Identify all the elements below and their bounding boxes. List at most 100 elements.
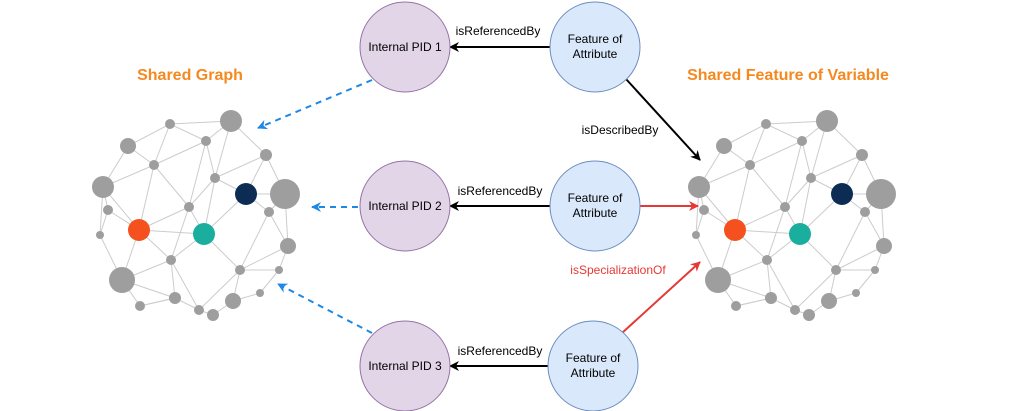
graph-left-edge (170, 206, 190, 261)
attr1-node: Feature of Attribute (549, 1, 641, 93)
graph-right-node (731, 301, 741, 311)
graph-left-edge (138, 164, 155, 231)
graph-right-edge (855, 269, 876, 294)
pid1-to-graph-arrow (257, 79, 373, 130)
graph-right-edge (749, 164, 786, 208)
graph-left-edge (169, 123, 207, 142)
graph-left-node (210, 173, 220, 183)
graph-right-node (765, 292, 777, 304)
specialization-arrow (621, 261, 701, 334)
attr3-label-line1: Feature of (566, 351, 621, 365)
ref1-label: isReferencedBy (456, 24, 541, 38)
graph-right-node (860, 207, 870, 217)
graph-right-edge (766, 259, 796, 311)
graph-left-node (207, 309, 219, 321)
pid3-label: Internal PID 3 (368, 359, 442, 373)
graph-right-node (745, 160, 755, 170)
shared-graph-network (92, 110, 300, 321)
graph-left-edge (153, 164, 190, 208)
graph-left-node (256, 289, 264, 297)
attr2-label-line1: Feature of (568, 191, 623, 205)
graph-left-node (193, 223, 215, 245)
graph-left-node (166, 255, 176, 265)
graph-left-node (103, 205, 113, 215)
graph-right-edge (749, 140, 803, 166)
graph-left-node (149, 160, 159, 170)
graph-right-node (761, 119, 771, 129)
graph-left-node (201, 136, 211, 146)
graph-right-node (816, 110, 838, 132)
graph-right-node (831, 265, 841, 275)
described-arrow (625, 78, 701, 161)
graph-right-node (705, 267, 731, 293)
graph-right-node (688, 176, 710, 198)
graph-left-edge (259, 269, 280, 294)
graph-right-node (821, 293, 837, 309)
graph-left-edge (239, 211, 270, 271)
graph-right-node (762, 255, 772, 265)
graph-right-node (724, 219, 746, 241)
graph-left-edge (170, 259, 176, 299)
graph-right-node (699, 205, 709, 215)
graph-right-edge (766, 259, 772, 299)
pid3-to-graph-arrow (277, 283, 373, 334)
graph-right-node (780, 202, 790, 212)
graph-left-node (275, 266, 283, 274)
graph-right-edge (766, 206, 786, 261)
graph-right-edge (794, 269, 837, 311)
graph-right-edge (734, 164, 751, 231)
graph-right-node (866, 179, 896, 209)
graph-left-node (165, 119, 175, 129)
ref2-label: isReferencedBy (458, 184, 543, 198)
attr1-label-line1: Feature of (568, 32, 623, 46)
graph-left-edge (198, 269, 241, 311)
graph-left-edge (239, 245, 289, 271)
described-label: isDescribedBy (582, 123, 659, 137)
graph-right-edge (835, 211, 866, 271)
graph-right-edge (801, 140, 812, 179)
graph-left-edge (153, 140, 207, 166)
graph-left-node (194, 305, 204, 315)
attr3-label-line2: Attribute (571, 366, 616, 380)
graph-left-node (260, 149, 272, 161)
graph-right-node (790, 305, 800, 315)
graph-left-node (109, 267, 135, 293)
shared-graph-title: Shared Graph (137, 67, 243, 84)
pid2-label: Internal PID 2 (368, 199, 442, 213)
graph-right-edge (784, 177, 812, 208)
graph-right-node (871, 266, 879, 274)
graph-right-edge (765, 123, 803, 142)
pid1-label: Internal PID 1 (368, 40, 442, 54)
graph-left-edge (188, 140, 207, 208)
pid3-node: Internal PID 3 (359, 320, 451, 411)
graph-left-edge (205, 140, 216, 179)
graph-right-node (789, 223, 811, 245)
specialization-label: isSpecializationOf (570, 263, 666, 277)
ref3-label: isReferencedBy (458, 344, 543, 358)
graph-right-edge (749, 123, 767, 166)
graph-left-node (128, 219, 150, 241)
graph-right-node (806, 173, 816, 183)
graph-right-edge (810, 154, 863, 179)
shared-feature-title: Shared Feature of Variable (687, 67, 889, 84)
attr2-label-line2: Attribute (573, 206, 618, 220)
pid1-node: Internal PID 1 (359, 1, 451, 93)
shared-feature-network (688, 110, 896, 321)
graph-left-node (96, 231, 104, 239)
graph-left-node (235, 265, 245, 275)
graph-right-node (797, 136, 807, 146)
graph-left-edge (170, 259, 200, 311)
graph-right-node (876, 238, 892, 254)
graph-left-node (184, 202, 194, 212)
attr1-label-line2: Attribute (573, 47, 618, 61)
graph-left-node (135, 301, 145, 311)
graph-left-edge (188, 177, 216, 208)
graph-right-node (716, 138, 732, 154)
graph-left-node (92, 176, 114, 198)
graph-left-node (120, 138, 136, 154)
attr3-node: Feature of Attribute (547, 320, 639, 411)
graph-left-node (270, 179, 300, 209)
graph-right-node (856, 149, 868, 161)
pid2-node: Internal PID 2 (359, 160, 451, 252)
